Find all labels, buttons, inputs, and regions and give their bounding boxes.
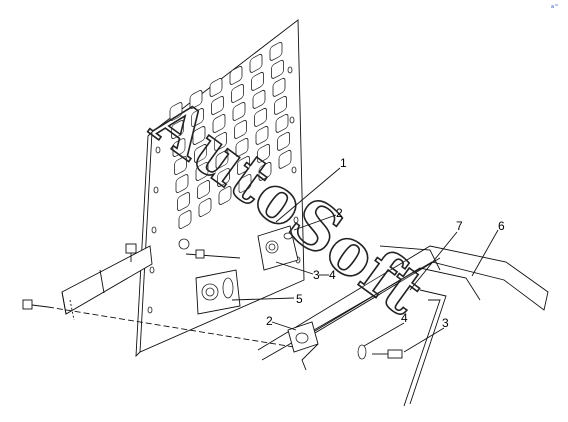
- plate-edge-hole: [291, 166, 297, 174]
- plate-slot: [275, 113, 289, 133]
- callout-label: 7: [456, 219, 463, 233]
- callout-4-lower: 4: [363, 311, 408, 347]
- plate-slot: [191, 108, 204, 127]
- callout-label: 6: [498, 219, 505, 233]
- upper-clamp-block: [178, 225, 299, 271]
- plate-slot: [211, 96, 224, 115]
- plate-edge-hole: [153, 186, 159, 194]
- plate-slot: [197, 180, 210, 199]
- callout-label: 2: [336, 206, 343, 220]
- plate-slot: [212, 114, 226, 133]
- callout-3-upper: 3: [275, 261, 320, 282]
- callout-2-upper: 2: [293, 206, 343, 231]
- plate-slot: [254, 107, 267, 127]
- callout-2-lower: 2: [266, 314, 297, 331]
- plate-slot: [177, 192, 190, 211]
- callout-1: 1: [275, 156, 347, 223]
- callout-4-upper: 4: [319, 268, 336, 282]
- plate-slot: [252, 89, 266, 109]
- callout-label: 3: [442, 316, 449, 330]
- mounting-plate: [135, 19, 305, 358]
- left-bracket: [61, 243, 153, 321]
- callout-label: 1: [340, 156, 347, 170]
- plate-edge-hole: [147, 306, 153, 314]
- plate-slot: [234, 119, 247, 139]
- plate-slot: [237, 155, 250, 175]
- plate-slot: [277, 131, 290, 151]
- plate-slot: [231, 83, 244, 103]
- plate-slot: [235, 137, 249, 157]
- callout-5: 5: [231, 292, 303, 306]
- plate-slot: [249, 53, 263, 73]
- plate-slot: [189, 90, 203, 109]
- plate-slot: [209, 78, 223, 97]
- callout-label: 4: [329, 268, 336, 282]
- callout-label: 4: [401, 311, 408, 325]
- plate-slot: [215, 150, 229, 169]
- left-bolt: [22, 299, 301, 349]
- plate-slot: [171, 120, 184, 139]
- plate-slot: [232, 101, 246, 121]
- plate-slot: [271, 59, 284, 79]
- plate-slot: [174, 156, 187, 175]
- plate-slot: [192, 126, 206, 145]
- plate-edge-hole: [149, 266, 155, 274]
- plate-slot: [195, 162, 209, 181]
- lower-clamp-block: [195, 269, 241, 315]
- plate-slot: [214, 132, 227, 151]
- plate-slot: [258, 161, 272, 181]
- plate-edge-hole: [151, 226, 157, 234]
- plate-slot: [175, 174, 189, 193]
- callout-label: 3: [313, 268, 320, 282]
- plate-slot: [178, 210, 192, 229]
- callout-3-lower: 3: [403, 316, 449, 353]
- plate-slot: [257, 143, 270, 163]
- plate-edge-hole: [287, 66, 293, 74]
- plate-slot: [229, 65, 243, 85]
- plate-slot: [172, 138, 186, 157]
- plate-edge-hole: [289, 116, 295, 124]
- plate-slot: [198, 198, 212, 217]
- callout-label: 5: [296, 292, 303, 306]
- plate-edge-hole: [293, 216, 299, 224]
- plate-slot: [274, 95, 287, 115]
- plate-slot: [169, 102, 183, 121]
- corner-mark: a™: [551, 4, 559, 10]
- plate-slot: [217, 168, 230, 187]
- plate-slot: [272, 77, 286, 97]
- plate-slot: [269, 41, 283, 61]
- plate-slot: [218, 186, 232, 205]
- callout-7: 7: [409, 219, 463, 291]
- callout-label: 2: [266, 314, 273, 328]
- callout-6: 6: [471, 219, 505, 277]
- plate-slot: [255, 125, 269, 145]
- plate-slot-grid: [147, 41, 301, 314]
- plate-edge-hole: [155, 146, 161, 154]
- plate-slot: [251, 71, 264, 91]
- right-bolt: [357, 344, 403, 360]
- plate-slot: [194, 144, 207, 163]
- plate-slot: [278, 149, 292, 169]
- plate-slot: [238, 173, 252, 193]
